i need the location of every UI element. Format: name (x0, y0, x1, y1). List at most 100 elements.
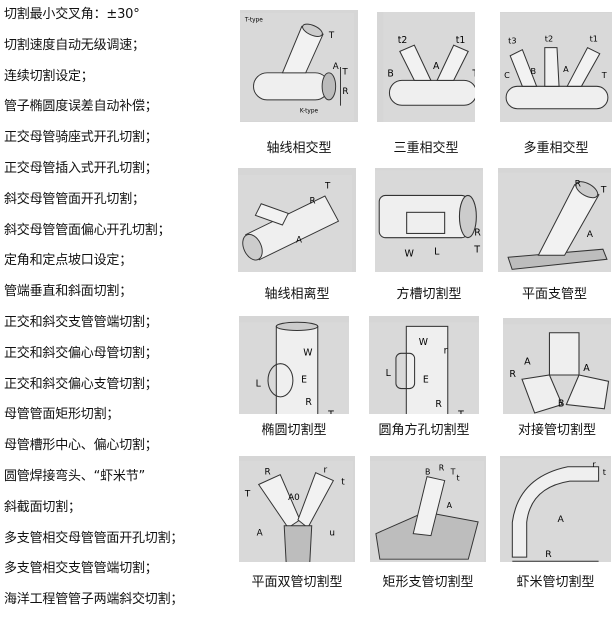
square-slot-drawing: R T W L (375, 170, 483, 272)
label-t2: t2 (398, 35, 408, 46)
label-t: T (600, 186, 607, 196)
label-t2: T (341, 68, 348, 78)
feature-item: 海洋工程管管子两端斜交切割； (4, 592, 184, 608)
label-r: R (305, 397, 312, 408)
diagram-axis-intersect: T-type K-type T A R T (240, 10, 358, 122)
label-r: R (439, 464, 445, 473)
caption-rounded-square-hole: 圆角方孔切割型 (378, 423, 470, 438)
label-r: R (474, 228, 481, 239)
label-r: R (509, 369, 516, 380)
label-t1: t1 (456, 35, 466, 46)
feature-item: 正交母管插入式开孔切割； (4, 160, 158, 176)
ellipse-cut-drawing: W L E R T (239, 321, 349, 414)
label-t: T (327, 410, 334, 414)
feature-item: 多支管相交支管管端切割； (4, 561, 158, 577)
feature-item: 连续切割设定； (4, 68, 94, 84)
feature-item: 母管管面矩形切割； (4, 407, 120, 423)
label-t-type: T-type (244, 18, 263, 24)
feature-item: 母管槽形中心、偏心切割； (4, 438, 158, 454)
label-r-small: r (444, 345, 448, 356)
label-t: T (244, 489, 251, 499)
label-c: C (504, 70, 510, 80)
caption-triple-intersect: 三重相交型 (393, 141, 459, 156)
label-t2: t2 (545, 34, 553, 44)
label-a: A (333, 62, 339, 72)
axis-offset-drawing: T R A (238, 174, 352, 272)
caption-plane-double-pipe: 平面双管切割型 (251, 575, 343, 590)
feature-item: 圆管焊接弯头、“虾米节” (4, 468, 146, 484)
feature-item: 斜交母管管面开孔切割； (4, 191, 145, 207)
feature-item: 斜交母管管面偏心开孔切割； (4, 222, 171, 238)
feature-item: 正交和斜交偏心支管切割； (4, 376, 158, 392)
label-l: L (386, 368, 392, 379)
label-l: L (256, 378, 262, 389)
diagram-ellipse-cut: W L E R T (239, 316, 349, 414)
label-a: A (558, 514, 565, 525)
caption-shrimp-pipe: 虾米管切割型 (516, 575, 595, 590)
label-t1: t1 (590, 34, 598, 44)
label-l: L (434, 247, 440, 258)
diagram-rect-branch: B R T t A (370, 456, 486, 562)
label-b: B (531, 66, 537, 76)
label-t: t (603, 467, 607, 477)
label-b: B (425, 468, 430, 477)
label-t: T (324, 181, 331, 191)
label-a: A (296, 235, 302, 245)
feature-item: 管端垂直和斜面切割； (4, 284, 133, 300)
label-a-right: A (583, 363, 590, 374)
feature-item: 多支管相交母管管面开孔切割； (4, 530, 184, 546)
label-a: A (563, 64, 569, 74)
butt-joint-drawing: R A B A (503, 324, 611, 414)
feature-item: 管子椭圆度误差自动补偿； (4, 99, 158, 115)
diagram-triple-intersect: t2 A t1 B T (377, 12, 475, 122)
caption-ellipse-cut: 椭圆切割型 (261, 423, 327, 438)
label-b: B (387, 68, 393, 79)
rounded-square-hole-drawing: W r L E R T (369, 322, 479, 414)
diagram-butt-joint: R A B A (503, 318, 611, 414)
diagram-multi-intersect: t3 t2 t1 A B C T (500, 12, 612, 122)
axis-intersect-drawing: T-type K-type T A R T (240, 12, 354, 122)
caption-multi-intersect: 多重相交型 (523, 141, 589, 156)
label-e: E (301, 374, 307, 385)
label-t: T (471, 68, 475, 79)
label-b: B (558, 399, 565, 410)
caption-axis-intersect: 轴线相交型 (266, 141, 332, 156)
diagram-rounded-square-hole: W r L E R T (369, 316, 479, 414)
caption-square-slot: 方槽切割型 (396, 287, 462, 302)
caption-axis-offset: 轴线相离型 (264, 287, 330, 302)
label-k-type: K-type (300, 108, 319, 114)
caption-plane-branch: 平面支管型 (521, 287, 587, 302)
label-a0: A0 (288, 493, 300, 503)
label-t1: T (328, 31, 335, 41)
label-t: T (473, 244, 480, 255)
label-t-small: t (341, 478, 345, 488)
caption-rect-branch: 矩形支管切割型 (382, 575, 474, 590)
label-t3: t3 (508, 36, 516, 46)
feature-list: 切割最小交叉角：±30° 切割速度自动无级调速； 连续切割设定； 管子椭圆度误差自动补… (4, 2, 236, 618)
plane-double-pipe-drawing: T R A0 r t A u (239, 460, 353, 562)
diagram-plane-branch: R T A (498, 168, 611, 272)
label-r: R (545, 549, 552, 560)
feature-item: 切割最小交叉角：±30° (4, 7, 140, 22)
label-r-small: r (324, 466, 328, 476)
caption-butt-joint: 对接管切割型 (517, 423, 596, 438)
diagram-square-slot: R T W L (375, 168, 483, 272)
feature-item: 定角和定点坡口设定； (4, 253, 133, 269)
label-r-small: r (592, 459, 596, 469)
feature-item: 正交和斜交偏心母管切割； (4, 345, 158, 361)
triple-intersect-drawing: t2 A t1 B T (383, 12, 475, 122)
diagram-shrimp-pipe: r t A R (500, 456, 611, 562)
plane-branch-drawing: R T A (498, 172, 611, 272)
label-w: W (303, 347, 312, 358)
feature-item: 切割速度自动无级调速； (4, 37, 145, 53)
rect-branch-drawing: B R T t A (370, 460, 484, 562)
feature-item: 斜截面切割； (4, 499, 81, 515)
label-t: T (457, 410, 464, 414)
diagram-plane-double-pipe: T R A0 r t A u (239, 456, 355, 562)
label-a: A (433, 61, 440, 72)
label-e: E (423, 374, 429, 385)
label-r: R (342, 87, 348, 97)
label-r: R (575, 180, 582, 190)
label-r: R (265, 468, 271, 478)
label-r: R (435, 399, 442, 410)
